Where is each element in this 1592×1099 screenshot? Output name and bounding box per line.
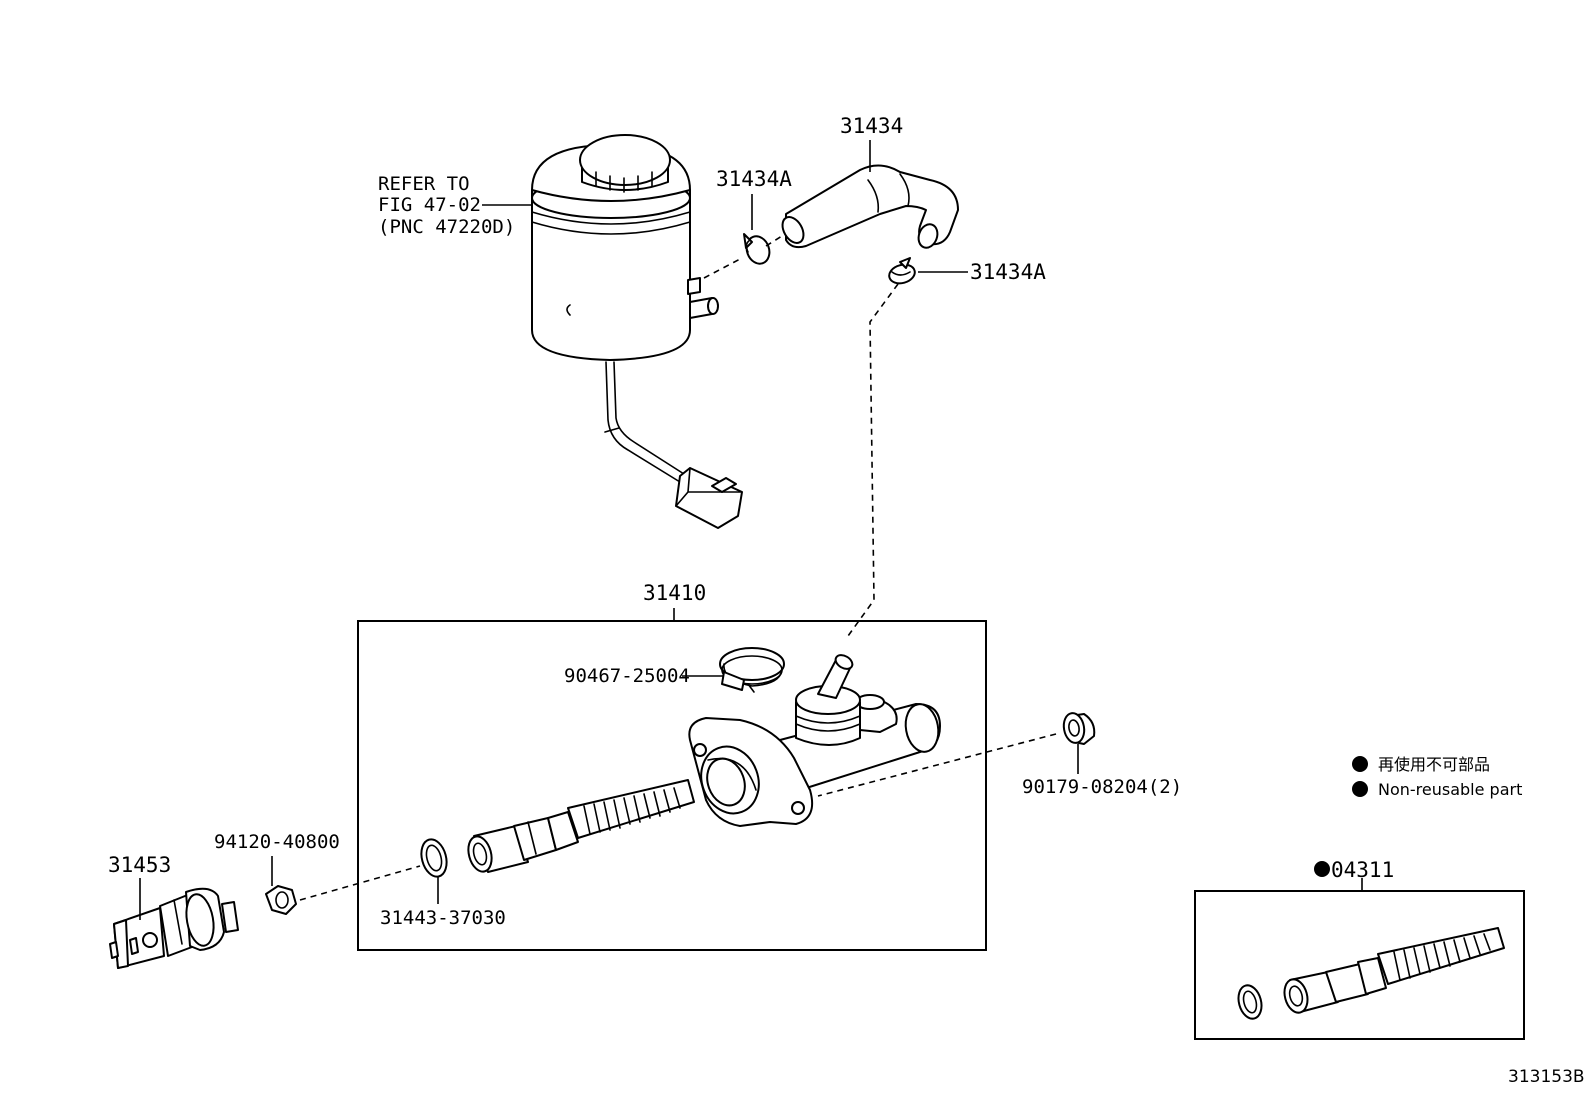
dashed-line-nut-ring: [299, 865, 421, 901]
part-label-31434A-right: 31434A: [970, 260, 1046, 284]
part-label-04311: 04311: [1331, 858, 1394, 882]
figure-code: 313153B: [1508, 1067, 1585, 1087]
part-label-31434: 31434: [840, 114, 903, 138]
part-label-31434A-top: 31434A: [716, 167, 792, 191]
dashed-line-hose-cylinder: [847, 283, 899, 637]
kit-snap-ring: [1237, 984, 1263, 1020]
dashed-line-clamp-hose: [765, 235, 783, 247]
master-cylinder: [688, 654, 941, 827]
assembly-frame-31410: [357, 620, 987, 951]
hose-31434: [781, 164, 959, 249]
reservoir-tank: [531, 134, 743, 529]
part-label-31410: 31410: [643, 581, 706, 605]
part-label-90467-25004: 90467-25004: [564, 665, 690, 687]
clevis-31453: [109, 887, 239, 969]
part-label-90179-08204: 90179-08204(2): [1022, 776, 1182, 798]
snap-ring-31443: [420, 838, 448, 878]
kit-frame-04311: [1194, 890, 1525, 1040]
kit-piston: [1283, 927, 1505, 1014]
piston-rod-assembly: [467, 779, 695, 873]
refer-note-line1: REFER TO: [378, 173, 470, 195]
hose-clamp-90467: [719, 647, 785, 693]
part-label-31453: 31453: [108, 853, 171, 877]
dashed-line-nut-cylinder: [817, 733, 1057, 797]
non-reusable-marker-04311: [1314, 861, 1330, 877]
clamp-31434A-lower: [888, 257, 916, 285]
legend-text-en: Non-reusable part: [1378, 780, 1522, 799]
part-label-31443-37030: 31443-37030: [380, 907, 506, 929]
refer-note-line2: FIG 47-02: [378, 194, 481, 216]
nut-90179: [1062, 712, 1096, 745]
refer-note-line3: (PNC 47220D): [378, 216, 515, 238]
legend-marker-jp: [1352, 756, 1368, 772]
part-label-94120-40800: 94120-40800: [214, 831, 340, 853]
legend-text-jp: 再使用不可部品: [1378, 755, 1490, 774]
nut-94120: [265, 885, 297, 915]
legend: 再使用不可部品 Non-reusable part: [1352, 755, 1522, 799]
legend-marker-en: [1352, 781, 1368, 797]
clamp-31434A-upper: [743, 233, 771, 265]
dashed-line-tank-clamp: [703, 257, 743, 279]
